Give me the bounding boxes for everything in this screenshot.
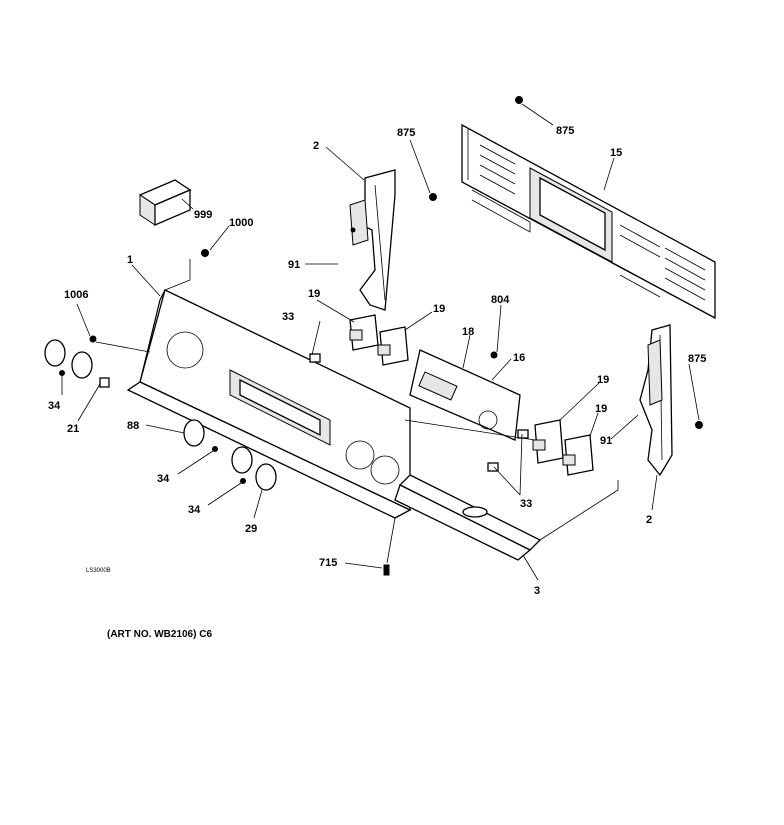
callout-875b: 875 — [397, 127, 415, 139]
callout-3: 3 — [534, 585, 540, 597]
end-bracket-left-part-2 — [349, 169, 396, 311]
leader-lines — [61, 103, 700, 581]
callout-91b: 91 — [600, 435, 612, 447]
callout-875a: 875 — [556, 125, 574, 137]
callout-33a: 33 — [282, 311, 294, 323]
callout-16: 16 — [513, 352, 525, 364]
knob-part-88 — [44, 339, 277, 491]
art-number-caption: (ART NO. WB2106) C6 — [107, 629, 212, 640]
control-board-part-18 — [409, 349, 521, 441]
callout-19a: 19 — [308, 288, 320, 300]
callout-2a: 2 — [313, 140, 319, 152]
callout-21: 21 — [67, 423, 79, 435]
knob-stem-part-21 — [99, 377, 110, 388]
panel-dial-markings — [166, 331, 400, 485]
callout-34a: 34 — [48, 400, 61, 412]
end-bracket-right-part-2 — [639, 324, 673, 477]
clip-part-33-a — [309, 353, 321, 363]
drawing-code: LS3000B — [86, 568, 111, 574]
callout-15: 15 — [610, 147, 622, 159]
control-panel-part-1 — [126, 289, 412, 519]
callout-29: 29 — [245, 523, 257, 535]
callout-34c: 34 — [188, 504, 201, 516]
switch-part-19-a — [349, 314, 379, 351]
callout-804: 804 — [491, 294, 510, 306]
callout-2b: 2 — [646, 514, 652, 526]
callout-19b: 19 — [433, 303, 445, 315]
callout-88: 88 — [127, 420, 139, 432]
switch-part-19-d — [562, 434, 594, 476]
callout-999: 999 — [194, 209, 212, 221]
callout-34b: 34 — [157, 473, 170, 485]
callout-715: 715 — [319, 557, 337, 569]
knob-rings-part-34 — [59, 370, 246, 484]
callout-1: 1 — [127, 254, 133, 266]
switch-part-19-c — [532, 419, 564, 464]
box-part-999 — [138, 179, 192, 226]
rear-panel-vents — [479, 144, 706, 301]
callout-33b: 33 — [520, 498, 532, 510]
callout-labels: 875 875 875 15 2 2 999 1000 1 91 91 1006… — [48, 125, 706, 597]
screws — [89, 96, 703, 576]
callout-1000: 1000 — [229, 217, 253, 229]
trim-strip-part-3 — [394, 474, 542, 561]
switch-part-19-b — [377, 326, 409, 366]
rear-panel-part-15 — [461, 123, 716, 320]
callout-91a: 91 — [288, 259, 300, 271]
callout-19d: 19 — [595, 403, 607, 415]
callout-1006: 1006 — [64, 289, 88, 301]
callout-19c: 19 — [597, 374, 609, 386]
callout-875c: 875 — [688, 353, 706, 365]
callout-18: 18 — [462, 326, 474, 338]
